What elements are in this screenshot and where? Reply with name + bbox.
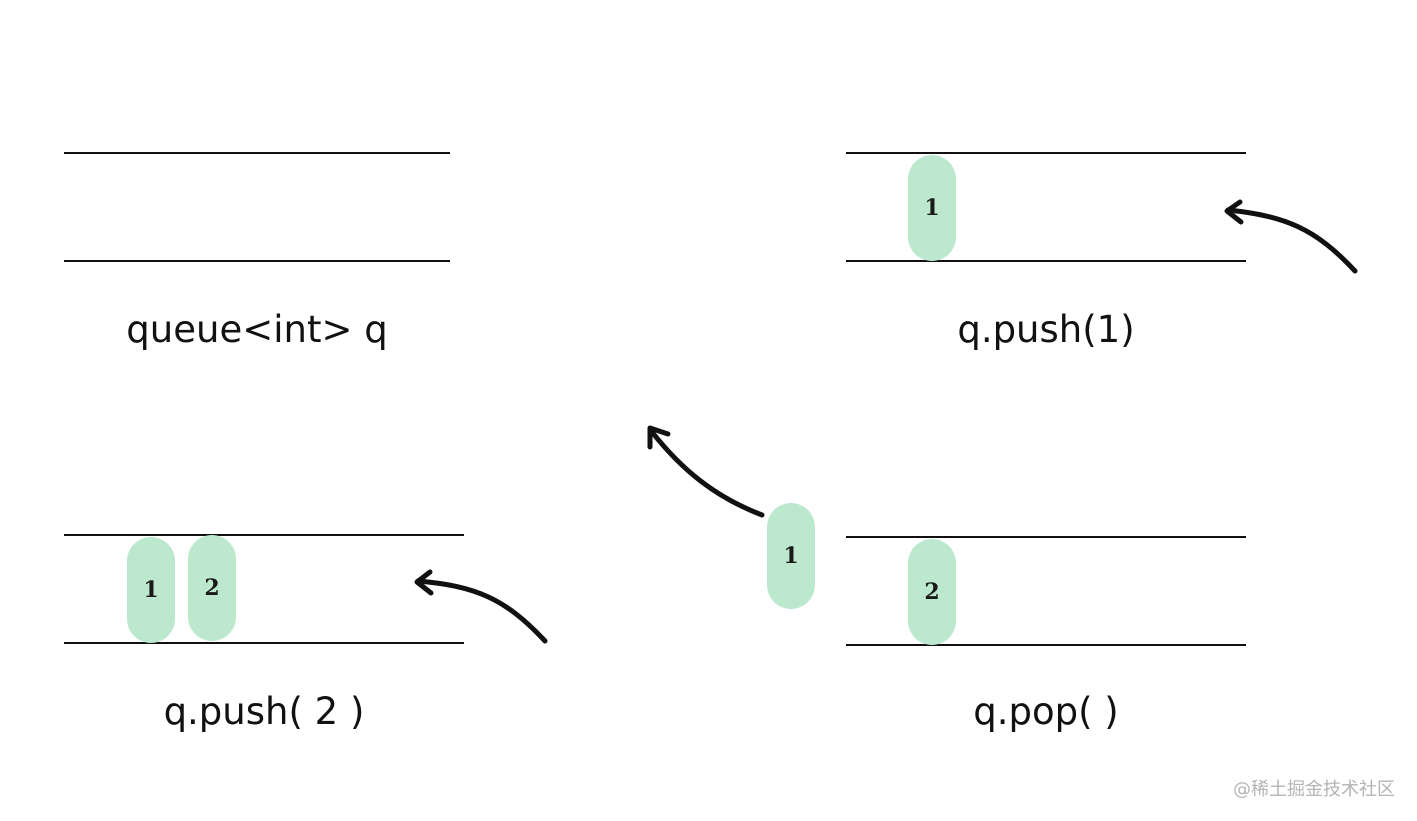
queue-item: 1	[127, 537, 175, 643]
watermark: @稀土掘金技术社区	[1233, 779, 1395, 800]
arrow-into-queue-1	[1225, 207, 1358, 274]
queue-item: 2	[188, 535, 236, 641]
popped-item: 1	[767, 503, 815, 609]
queue-bottom-line	[64, 642, 464, 644]
queue-bottom-line	[64, 260, 450, 262]
queue-bottom-line	[846, 260, 1246, 262]
queue-panel-empty	[64, 152, 450, 264]
queue-top-line	[64, 534, 464, 536]
arrow-head-1	[1224, 199, 1244, 225]
caption-declare: queue<int> q	[126, 308, 388, 351]
arrow-head-3	[647, 425, 671, 450]
queue-item: 1	[908, 155, 956, 261]
caption-push-1: q.push(1)	[957, 308, 1135, 351]
caption-push-2: q.push( 2 )	[163, 690, 365, 733]
queue-panel-push-1: 1	[846, 152, 1246, 264]
queue-top-line	[846, 536, 1246, 538]
arrow-pop-out	[649, 429, 765, 518]
queue-panel-pop: 2	[846, 536, 1246, 648]
arrow-into-queue-2	[415, 578, 548, 644]
queue-panel-push-2: 1 2	[64, 534, 464, 646]
arrow-head-2	[414, 569, 434, 596]
queue-item: 2	[908, 539, 956, 645]
caption-pop: q.pop( )	[973, 690, 1119, 733]
queue-top-line	[846, 152, 1246, 154]
queue-bottom-line	[846, 644, 1246, 646]
queue-top-line	[64, 152, 450, 154]
